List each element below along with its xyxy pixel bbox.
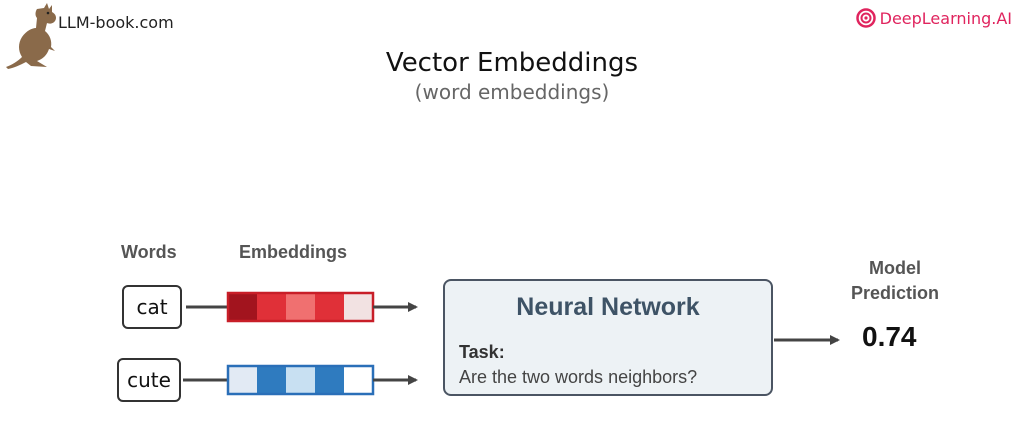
neural-network-box: Neural Network Task: Are the two words n… (443, 279, 773, 396)
word-box-cute: cute (117, 358, 181, 402)
model-prediction-header-line1: Model (869, 258, 921, 278)
embedding-cell (344, 366, 373, 394)
task-description: Are the two words neighbors? (459, 367, 698, 387)
kangaroo-icon (6, 3, 56, 69)
word-box-cat: cat (122, 285, 182, 329)
embedding-cell (315, 293, 344, 321)
embedding-cell (228, 293, 257, 321)
embedding-cell (315, 366, 344, 394)
brand-logo: DeepLearning.AI (855, 8, 1012, 28)
embeddings-column-header: Embeddings (239, 242, 348, 262)
neural-network-title: Neural Network (516, 293, 700, 321)
diagram-title: Vector Embeddings (385, 48, 639, 78)
embedding-vector-cute (226, 364, 375, 396)
embedding-cell (286, 366, 315, 394)
model-prediction-header: Model Prediction (830, 256, 960, 306)
embedding-cell (228, 366, 257, 394)
embedding-cell (286, 293, 315, 321)
deeplearning-logo-icon (855, 8, 876, 28)
embedding-cell (344, 293, 373, 321)
embedding-cell (257, 293, 286, 321)
site-label: LLM-book.com (58, 13, 174, 32)
words-column-header: Words (121, 242, 177, 262)
embedding-vector-cat (226, 291, 375, 323)
embedding-cell (257, 366, 286, 394)
model-prediction-header-line2: Prediction (850, 283, 939, 303)
task-label: Task: (459, 342, 505, 362)
prediction-value: 0.74 (862, 321, 917, 352)
brand-label: DeepLearning.AI (879, 8, 1012, 28)
diagram-subtitle: (word embeddings) (414, 80, 610, 104)
